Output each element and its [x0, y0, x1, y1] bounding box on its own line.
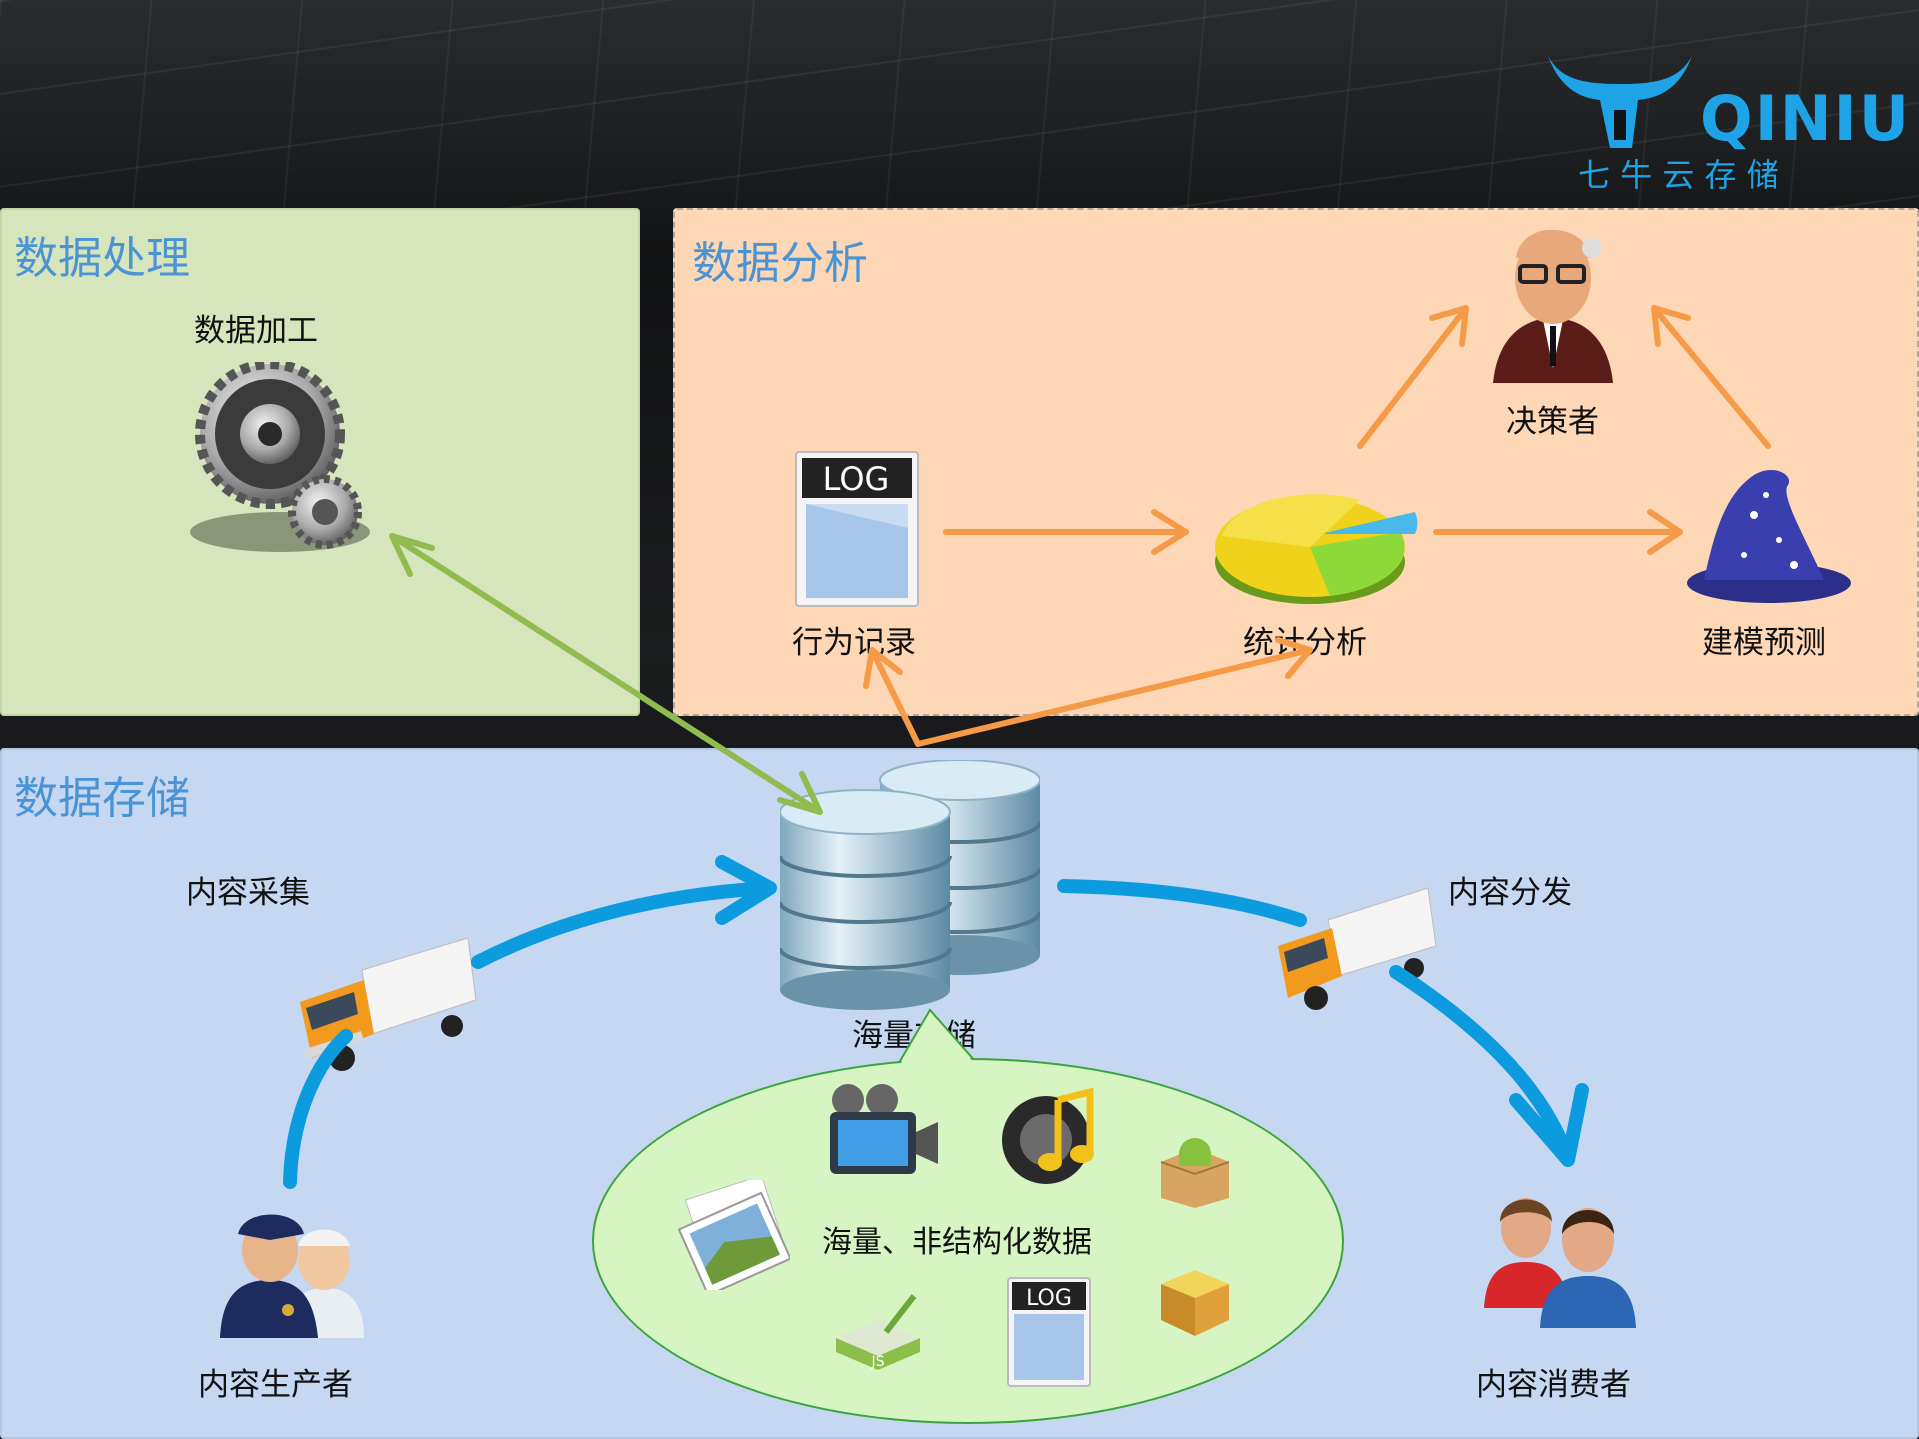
label-decision-maker: 决策者 [1506, 404, 1599, 440]
gears-icon [190, 362, 370, 552]
pie-chart-icon [1215, 494, 1418, 604]
delivery-truck-left-icon [300, 937, 477, 1071]
android-package-icon [1160, 1138, 1230, 1208]
image-photos-icon [677, 1180, 790, 1290]
bull-horns-icon [1548, 56, 1692, 148]
ceiling-background [0, 0, 1919, 230]
label-content-consumer: 内容消费者 [1476, 1367, 1631, 1403]
log-text: LOG [823, 460, 890, 498]
logo-brand: QINIU [1700, 82, 1912, 155]
log-document-icon: LOG [795, 451, 919, 607]
label-behavior-log: 行为记录 [792, 625, 916, 661]
log-document-small-icon: LOG [1007, 1277, 1091, 1387]
storage-title: 数据存储 [14, 773, 190, 824]
label-data-processing-node: 数据加工 [194, 313, 318, 349]
content-producers-icon [220, 1214, 364, 1338]
bubble-tail-cover [892, 1012, 988, 1079]
label-statistical-analysis: 统计分析 [1243, 625, 1367, 661]
logo-tagline: 七 牛 云 存 储 [1578, 156, 1779, 194]
label-modeling-prediction: 建模预测 [1702, 625, 1826, 661]
label-content-producer: 内容生产者 [198, 1367, 353, 1403]
music-speaker-icon [1002, 1087, 1094, 1184]
decision-maker-icon [1493, 229, 1613, 383]
log-small-text: LOG [1026, 1286, 1072, 1311]
video-camera-icon [830, 1084, 938, 1174]
package-box-icon [1161, 1270, 1229, 1336]
js-file-icon: JS [836, 1294, 920, 1370]
database-icon [780, 760, 1040, 1010]
label-content-collection: 内容采集 [186, 875, 310, 911]
delivery-truck-right-icon [1278, 887, 1437, 1010]
wizard-hat-icon [1687, 469, 1851, 603]
analysis-title: 数据分析 [692, 238, 868, 289]
processing-title: 数据处理 [14, 233, 190, 284]
label-content-distribution: 内容分发 [1448, 875, 1572, 911]
label-unstructured-data: 海量、非结构化数据 [822, 1225, 1092, 1260]
js-text: JS [870, 1354, 884, 1370]
content-consumers-icon [1484, 1198, 1636, 1328]
